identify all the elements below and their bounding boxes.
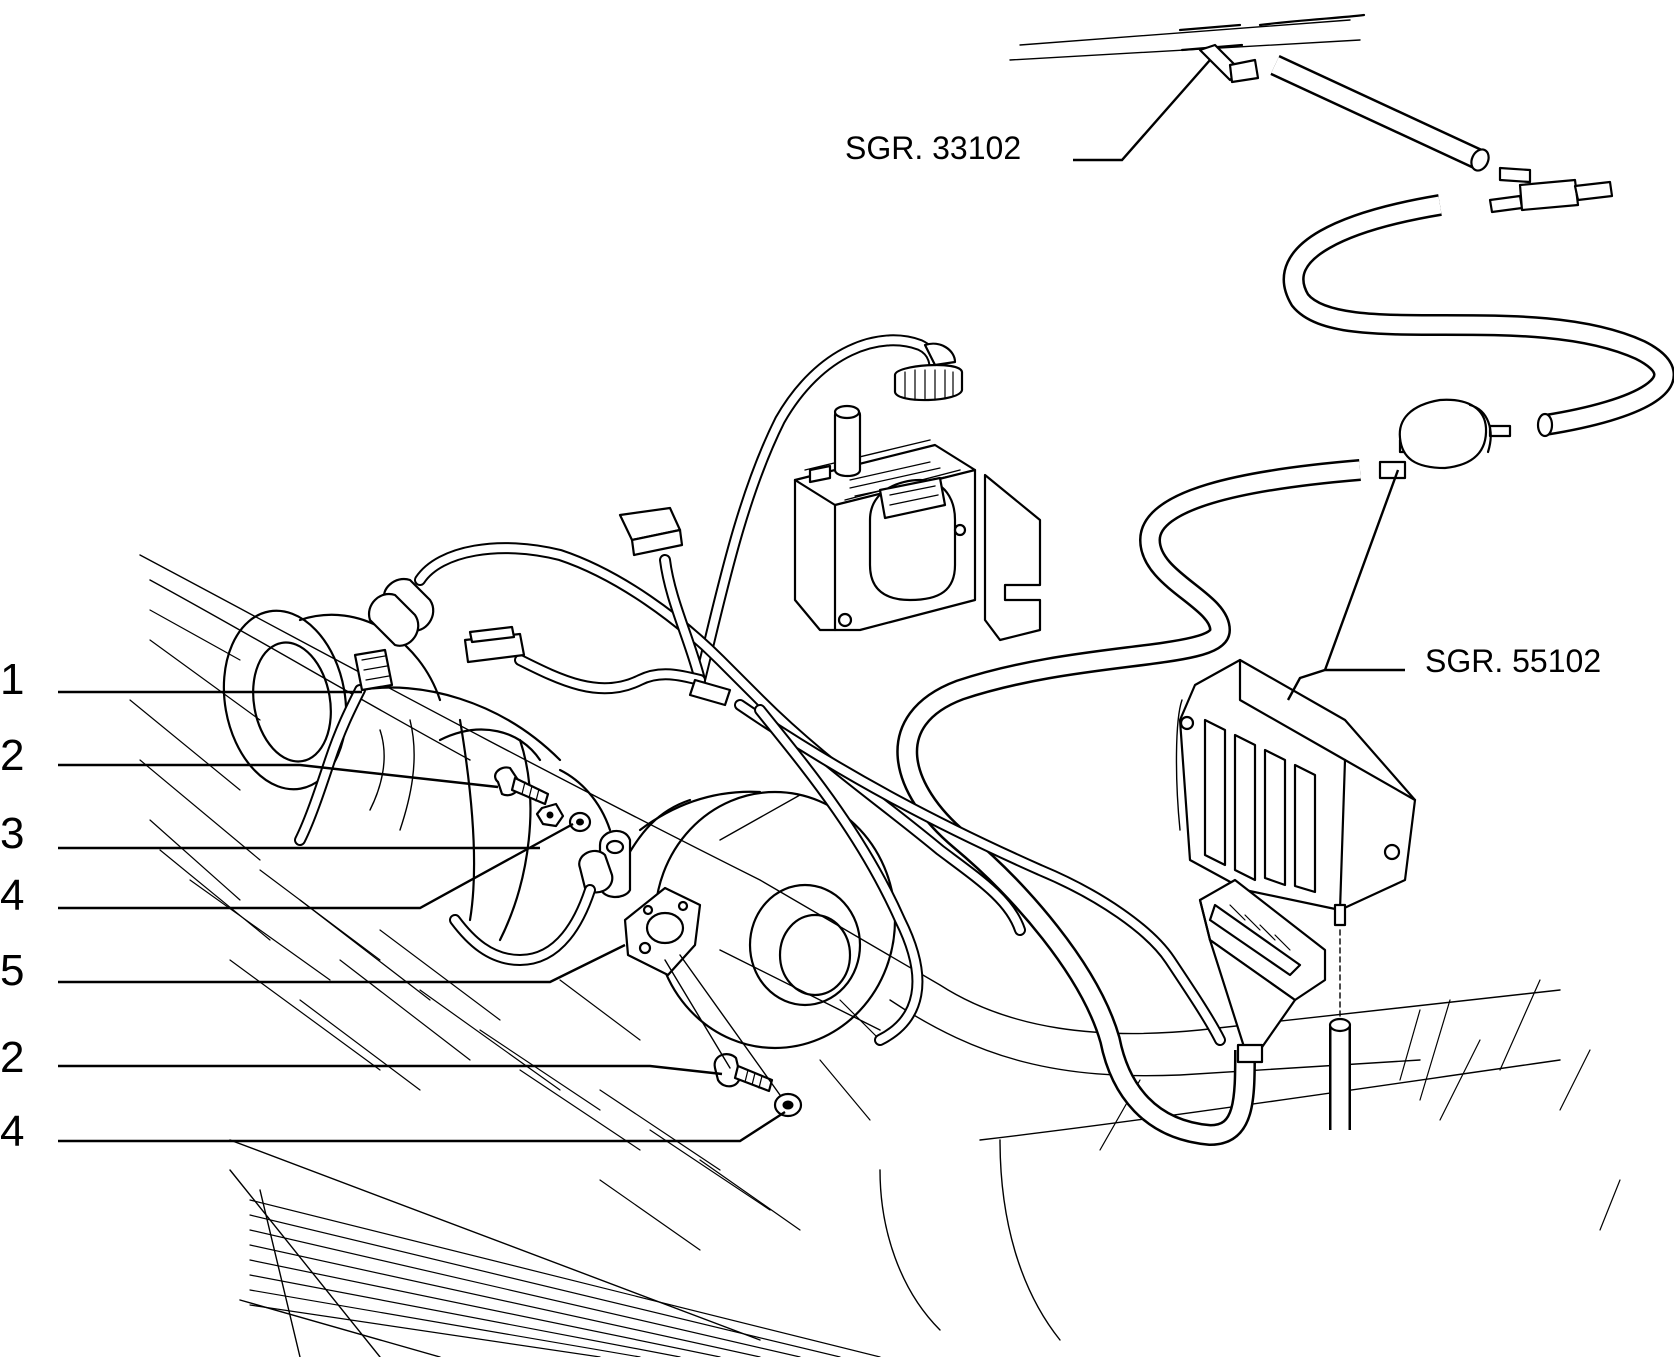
coil-hv-lead	[694, 334, 964, 686]
body-hatching	[129, 609, 1621, 1251]
gasket-plate	[623, 886, 702, 977]
vacuum-hose-main	[896, 459, 1361, 1146]
callout-2-upper: 2	[0, 731, 24, 780]
callout-leaders	[58, 59, 1405, 1143]
reference-sgr-lower: SGR. 55102	[1425, 643, 1601, 679]
ecu-module	[1175, 658, 1417, 927]
callout-4-upper: 4	[0, 871, 24, 920]
callout-1: 1	[0, 655, 24, 704]
vacuum-filter-canister	[1378, 398, 1512, 480]
callout-4-lower: 4	[0, 1107, 24, 1156]
washer-part-4-upper	[568, 811, 592, 833]
callout-2-lower: 2	[0, 1033, 24, 1082]
reference-sgr-upper: SGR. 33102	[845, 130, 1021, 166]
vacuum-hose-stub	[1328, 1017, 1352, 1130]
mounting-lines-lower	[664, 954, 781, 1096]
screw-part-2-lower	[713, 1053, 774, 1093]
ignition-coil	[793, 404, 1042, 642]
vacuum-t-fitting-right	[1488, 166, 1614, 214]
vacuum-hose-upper	[1270, 55, 1490, 172]
nut-part-3	[535, 802, 565, 828]
callout-3: 3	[0, 809, 24, 858]
wiring-harness	[294, 542, 1226, 1046]
callout-5: 5	[0, 946, 24, 995]
washer-part-4-lower	[773, 1092, 803, 1118]
engine-block	[358, 686, 612, 942]
grille-lines	[249, 1199, 881, 1357]
harness-connectors	[353, 506, 684, 692]
sensor-part-5	[449, 829, 632, 966]
vacuum-hose-loop	[1282, 194, 1674, 438]
screw-part-2-upper	[494, 766, 550, 806]
vacuum-t-junction-upper	[1009, 13, 1366, 84]
ecu-connector	[1198, 878, 1327, 1064]
